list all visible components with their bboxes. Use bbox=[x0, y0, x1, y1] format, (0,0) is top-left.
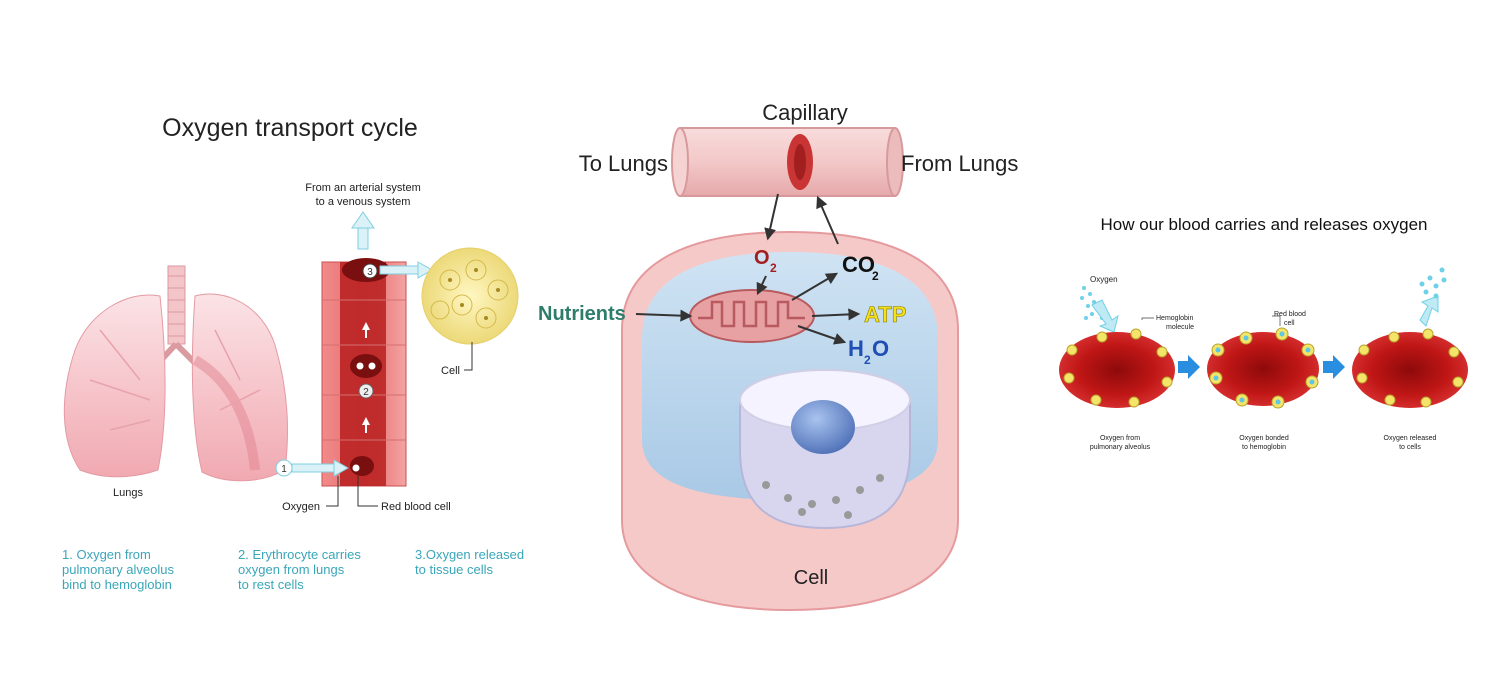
svg-text:pulmonary alveolus: pulmonary alveolus bbox=[1090, 444, 1151, 451]
mito-h2o-arrow bbox=[797, 325, 847, 345]
svg-text:2. Erythrocyte carries: 2. Erythrocyte carries bbox=[238, 547, 361, 562]
svg-text:to hemoglobin: to hemoglobin bbox=[1242, 444, 1286, 451]
svg-text:pulmonary alveolus: pulmonary alveolus bbox=[62, 562, 175, 577]
o2-arrow bbox=[764, 193, 779, 241]
o2-to-mito-arrow bbox=[756, 275, 768, 296]
blood-oxygen-illustration: How our blood carries and releases oxyge… bbox=[1059, 215, 1468, 451]
oxygen-out-arrow-icon bbox=[1419, 295, 1439, 327]
cell-label: Cell bbox=[441, 365, 460, 377]
mito-atp-arrow bbox=[811, 308, 861, 321]
mito-co2-arrow bbox=[791, 272, 839, 301]
svg-text:oxygen from lungs: oxygen from lungs bbox=[238, 562, 345, 577]
svg-text:3: 3 bbox=[367, 267, 373, 278]
to-lungs-label: To Lungs bbox=[579, 151, 668, 176]
svg-text:2: 2 bbox=[363, 387, 369, 398]
from-lungs-label: From Lungs bbox=[901, 151, 1018, 176]
oxygen-cycle-illustration: Oxygen transport cycle From an arterial … bbox=[62, 114, 524, 592]
oxygen-particles-out-icon bbox=[1419, 267, 1447, 299]
svg-text:1. Oxygen from: 1. Oxygen from bbox=[62, 547, 151, 562]
up-arrow-icon bbox=[351, 211, 375, 250]
atp-label: ATP bbox=[864, 302, 906, 327]
red-blood-cell-label: Red blood cell bbox=[381, 501, 451, 513]
svg-text:2: 2 bbox=[770, 261, 777, 275]
co2-label: CO 2 bbox=[842, 252, 879, 283]
svg-text:bind to hemoglobin: bind to hemoglobin bbox=[62, 577, 172, 592]
capillary-label: Capillary bbox=[762, 100, 848, 125]
cell-body-icon bbox=[621, 230, 959, 612]
panel-blood-oxygen: How our blood carries and releases oxyge… bbox=[1050, 0, 1500, 690]
nutrients-label: Nutrients bbox=[538, 303, 626, 325]
oxygen-label: Oxygen bbox=[282, 501, 320, 513]
right-arrow-1-icon bbox=[1178, 355, 1200, 379]
rbc-caption-2: Oxygen bonded to hemoglobin bbox=[1239, 435, 1289, 451]
hemoglobin-label-2: molecule bbox=[1166, 324, 1194, 331]
co2-arrow bbox=[816, 195, 839, 245]
rbc-label-1: Red blood bbox=[1274, 311, 1306, 318]
step-badge-3: 3 bbox=[362, 263, 378, 279]
blood-vessel-icon bbox=[321, 258, 407, 487]
red-blood-cell-3-icon bbox=[1352, 328, 1468, 408]
right-arrow-2-icon bbox=[1323, 355, 1345, 379]
panel-oxygen-transport-cycle: Oxygen transport cycle From an arterial … bbox=[0, 0, 540, 690]
rbc-caption-3: Oxygen released to cells bbox=[1384, 435, 1437, 451]
step-caption-1: 1. Oxygen from pulmonary alveolus bind t… bbox=[62, 547, 175, 592]
hemoglobin-label-1: Hemoglobin bbox=[1156, 315, 1193, 322]
svg-text:CO: CO bbox=[842, 252, 875, 277]
h2o-label: H 2 O bbox=[848, 336, 889, 367]
lungs-label: Lungs bbox=[113, 487, 143, 499]
oxygen-label: Oxygen bbox=[1090, 275, 1118, 284]
cell-body-label: Cell bbox=[794, 567, 828, 589]
svg-text:O: O bbox=[872, 336, 889, 361]
panel-cell-respiration: Capillary To Lungs From Lungs bbox=[530, 0, 1050, 690]
svg-text:to rest cells: to rest cells bbox=[238, 577, 304, 592]
svg-text:Oxygen released: Oxygen released bbox=[1384, 435, 1437, 442]
red-blood-cell-1-icon bbox=[1059, 328, 1175, 408]
oxygen-in-arrow-icon bbox=[1091, 299, 1119, 333]
cell-respiration-illustration: Capillary To Lungs From Lungs bbox=[538, 100, 1018, 612]
svg-text:2: 2 bbox=[872, 269, 879, 283]
svg-text:to tissue cells: to tissue cells bbox=[415, 562, 494, 577]
arterial-label-line2: to a venous system bbox=[316, 196, 411, 208]
svg-text:Oxygen bonded: Oxygen bonded bbox=[1239, 435, 1289, 442]
oxygen-release-arrow-icon bbox=[379, 261, 434, 279]
rbc-caption-1: Oxygen from pulmonary alveolus bbox=[1090, 435, 1151, 451]
lungs-icon bbox=[63, 293, 289, 482]
tissue-cell-icon bbox=[421, 247, 519, 345]
step-badge-2: 2 bbox=[358, 383, 374, 399]
oxygen-intake-arrow-icon bbox=[291, 459, 350, 477]
svg-text:1: 1 bbox=[281, 464, 287, 475]
panel3-title: How our blood carries and releases oxyge… bbox=[1101, 215, 1428, 234]
nutrients-arrow bbox=[635, 309, 693, 322]
rbc-label-2: cell bbox=[1284, 320, 1295, 327]
capillary-icon bbox=[671, 127, 904, 197]
step-caption-2: 2. Erythrocyte carries oxygen from lungs… bbox=[238, 547, 361, 592]
svg-text:3.Oxygen released: 3.Oxygen released bbox=[415, 547, 524, 562]
o2-label: O 2 bbox=[754, 247, 777, 275]
step-caption-3: 3.Oxygen released to tissue cells bbox=[415, 547, 524, 577]
svg-text:2: 2 bbox=[864, 353, 871, 367]
step-badge-1: 1 bbox=[275, 459, 293, 477]
svg-text:to cells: to cells bbox=[1399, 444, 1421, 451]
svg-text:O: O bbox=[754, 247, 770, 269]
arterial-label-line1: From an arterial system bbox=[305, 182, 421, 194]
panel1-title: Oxygen transport cycle bbox=[162, 114, 418, 142]
red-blood-cell-2-icon bbox=[1207, 327, 1319, 409]
svg-text:H: H bbox=[848, 336, 864, 361]
svg-text:Oxygen from: Oxygen from bbox=[1100, 435, 1140, 442]
